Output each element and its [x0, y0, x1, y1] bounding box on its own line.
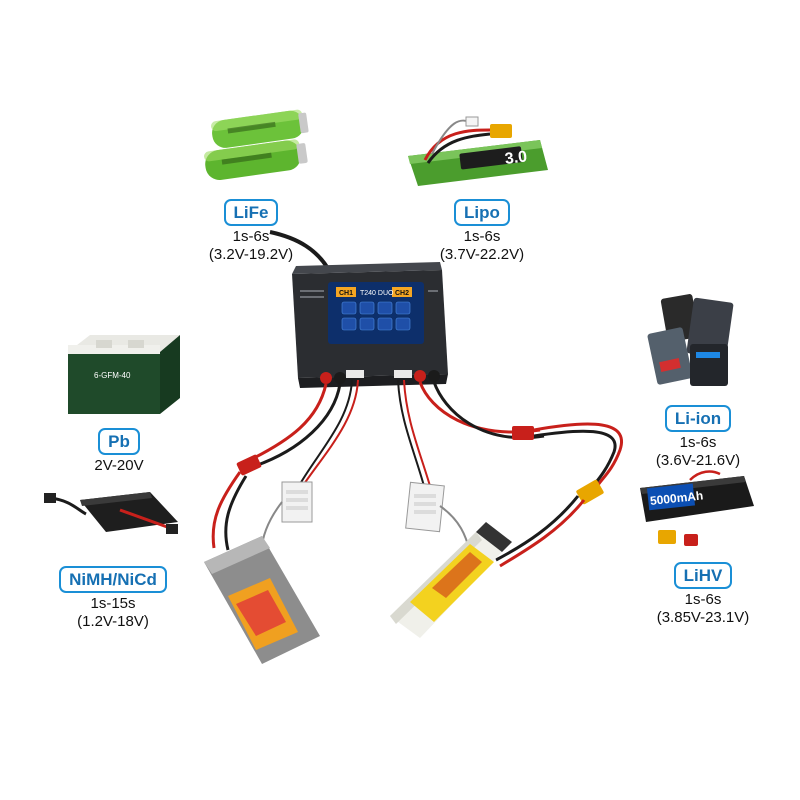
lipo-battery-image: 3.0 [408, 116, 548, 186]
badge-lipo: Lipo [454, 199, 510, 226]
life-voltage: (3.2V-19.2V) [208, 246, 294, 263]
pb-voltage: 2V-20V [94, 457, 144, 474]
label-life: LiFe 1s-6s (3.2V-19.2V) [186, 199, 316, 264]
ch2-label: CH2 [395, 290, 409, 297]
right-charge-leads [397, 379, 623, 568]
nimh-battery-image [44, 492, 178, 534]
life-cells: 1s-6s [232, 228, 270, 245]
lihv-cells: 1s-6s [684, 591, 722, 608]
lipo-cells: 1s-6s [463, 228, 501, 245]
left-charge-leads [211, 379, 359, 557]
lipo-pack-label: 3.0 [504, 148, 528, 168]
badge-lihv: LiHV [673, 562, 733, 589]
liion-cells: 1s-6s [679, 434, 717, 451]
ch1-label: CH1 [339, 290, 353, 297]
badge-liion: Li-ion [664, 405, 732, 432]
badge-nimh: NiMH/NiCd [59, 566, 167, 593]
right-lipo-pack [390, 522, 512, 638]
nimh-voltage: (1.2V-18V) [77, 613, 149, 630]
badge-pb: Pb [98, 428, 140, 455]
label-pb: Pb 2V-20V [64, 428, 174, 475]
left-lipo-pack [204, 536, 320, 664]
lihv-battery-image: 5000mAh [640, 470, 754, 546]
life-battery-image [204, 109, 309, 181]
label-lihv: LiHV 1s-6s (3.85V-23.1V) [628, 562, 778, 627]
nimh-cells: 1s-15s [90, 595, 136, 612]
charger-model: T240 DUO [360, 290, 394, 297]
charger-unit: CH1 CH2 T240 DUO [292, 262, 448, 388]
lihv-pack-capacity: 5000mAh [649, 488, 704, 508]
label-nimh: NiMH/NiCd 1s-15s (1.2V-18V) [38, 566, 188, 631]
lipo-voltage: (3.7V-22.2V) [439, 246, 525, 263]
pb-battery-image: 6-GFM-40 [68, 335, 180, 414]
badge-life: LiFe [223, 199, 279, 226]
label-liion: Li-ion 1s-6s (3.6V-21.6V) [628, 405, 768, 470]
pb-battery-label: 6-GFM-40 [94, 371, 131, 380]
liion-battery-image [647, 294, 734, 386]
liion-voltage: (3.6V-21.6V) [655, 452, 741, 469]
lihv-voltage: (3.85V-23.1V) [656, 609, 750, 626]
label-lipo: Lipo 1s-6s (3.7V-22.2V) [412, 199, 552, 264]
